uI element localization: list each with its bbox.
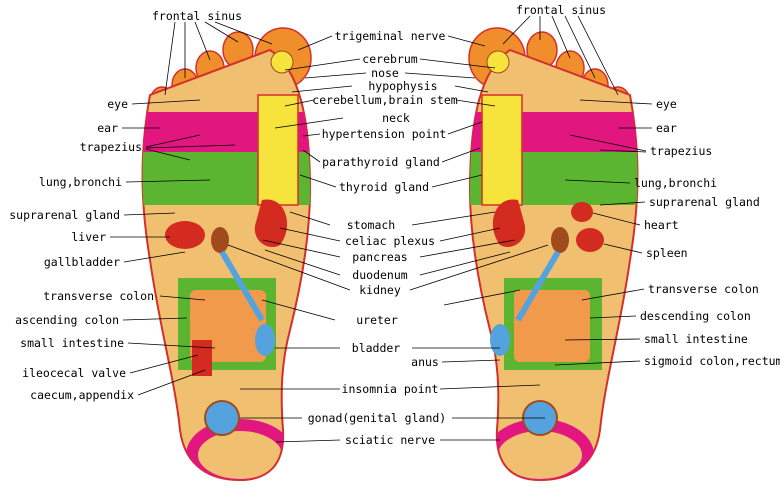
label-cerebellum: cerebellum,brain stem (312, 93, 457, 107)
right-yellow-column (482, 95, 522, 205)
label-trapezius-left: trapezius (80, 140, 142, 154)
right-foot (460, 28, 640, 485)
label-ear-left: ear (97, 121, 118, 135)
label-small-intestine-right: small intestine (644, 332, 748, 346)
label-lung-bronchi-left: lung,bronchi (39, 175, 122, 189)
label-bladder: bladder (352, 341, 401, 355)
label-anus: anus (411, 355, 439, 369)
label-small-intestine-left: small intestine (20, 336, 124, 350)
right-kidney (551, 227, 569, 253)
labels-center: trigeminal nerve cerebrum nose hypophysi… (308, 29, 458, 447)
label-suprarenal-gland-left: suprarenal gland (9, 208, 120, 222)
label-kidney: kidney (359, 283, 401, 297)
label-gonad: gonad(genital gland) (308, 411, 446, 425)
label-nose: nose (371, 66, 399, 80)
label-caecum-appendix: caecum,appendix (30, 388, 134, 402)
label-suprarenal-gland-right: suprarenal gland (649, 195, 760, 209)
left-kidney (211, 227, 229, 253)
label-heart: heart (644, 218, 679, 232)
label-celiac-plexus: celiac plexus (345, 234, 435, 248)
label-spleen: spleen (646, 246, 688, 260)
label-hypertension-point: hypertension point (322, 127, 447, 141)
left-liver (165, 221, 205, 249)
left-ileocecal (192, 340, 212, 376)
label-hypophysis: hypophysis (368, 79, 437, 93)
right-cerebrum (487, 51, 509, 73)
label-ear-right: ear (656, 121, 677, 135)
label-transverse-colon-left: transverse colon (43, 289, 154, 303)
left-yellow-column (258, 95, 298, 205)
label-pancreas: pancreas (352, 250, 407, 264)
label-duodenum: duodenum (352, 268, 407, 282)
label-frontal-sinus-right: frontal sinus (516, 3, 606, 17)
label-ileocecal-valve: ileocecal valve (22, 366, 126, 380)
right-bladder (490, 324, 510, 356)
label-stomach: stomach (347, 218, 395, 232)
label-eye-left: eye (107, 97, 128, 111)
label-frontal-sinus-left: frontal sinus (152, 9, 242, 23)
label-sciatic-nerve: sciatic nerve (345, 433, 435, 447)
label-thyroid-gland: thyroid gland (339, 180, 429, 194)
right-small-intestine (514, 290, 590, 362)
label-gallbladder: gallbladder (44, 255, 120, 269)
label-descending-colon: descending colon (640, 309, 751, 323)
right-heart-organ (571, 202, 593, 222)
label-transverse-colon-right: transverse colon (648, 282, 759, 296)
label-lung-bronchi-right: lung,bronchi (634, 176, 717, 190)
label-liver: liver (71, 230, 106, 244)
label-insomnia-point: insomnia point (342, 382, 439, 396)
label-cerebrum: cerebrum (362, 52, 417, 66)
label-parathyroid-gland: parathyroid gland (322, 155, 440, 169)
label-ascending-colon: ascending colon (15, 313, 119, 327)
label-sigmoid-colon: sigmoid colon,rectum (644, 354, 780, 368)
label-eye-right: eye (656, 97, 677, 111)
right-spleen-organ (576, 228, 604, 252)
label-neck: neck (382, 111, 410, 125)
label-trigeminal-nerve: trigeminal nerve (335, 29, 446, 43)
left-bladder (255, 324, 275, 356)
label-ureter: ureter (356, 313, 398, 327)
label-trapezius-right: trapezius (650, 144, 712, 158)
left-gonad (205, 401, 239, 435)
left-foot (140, 28, 320, 485)
